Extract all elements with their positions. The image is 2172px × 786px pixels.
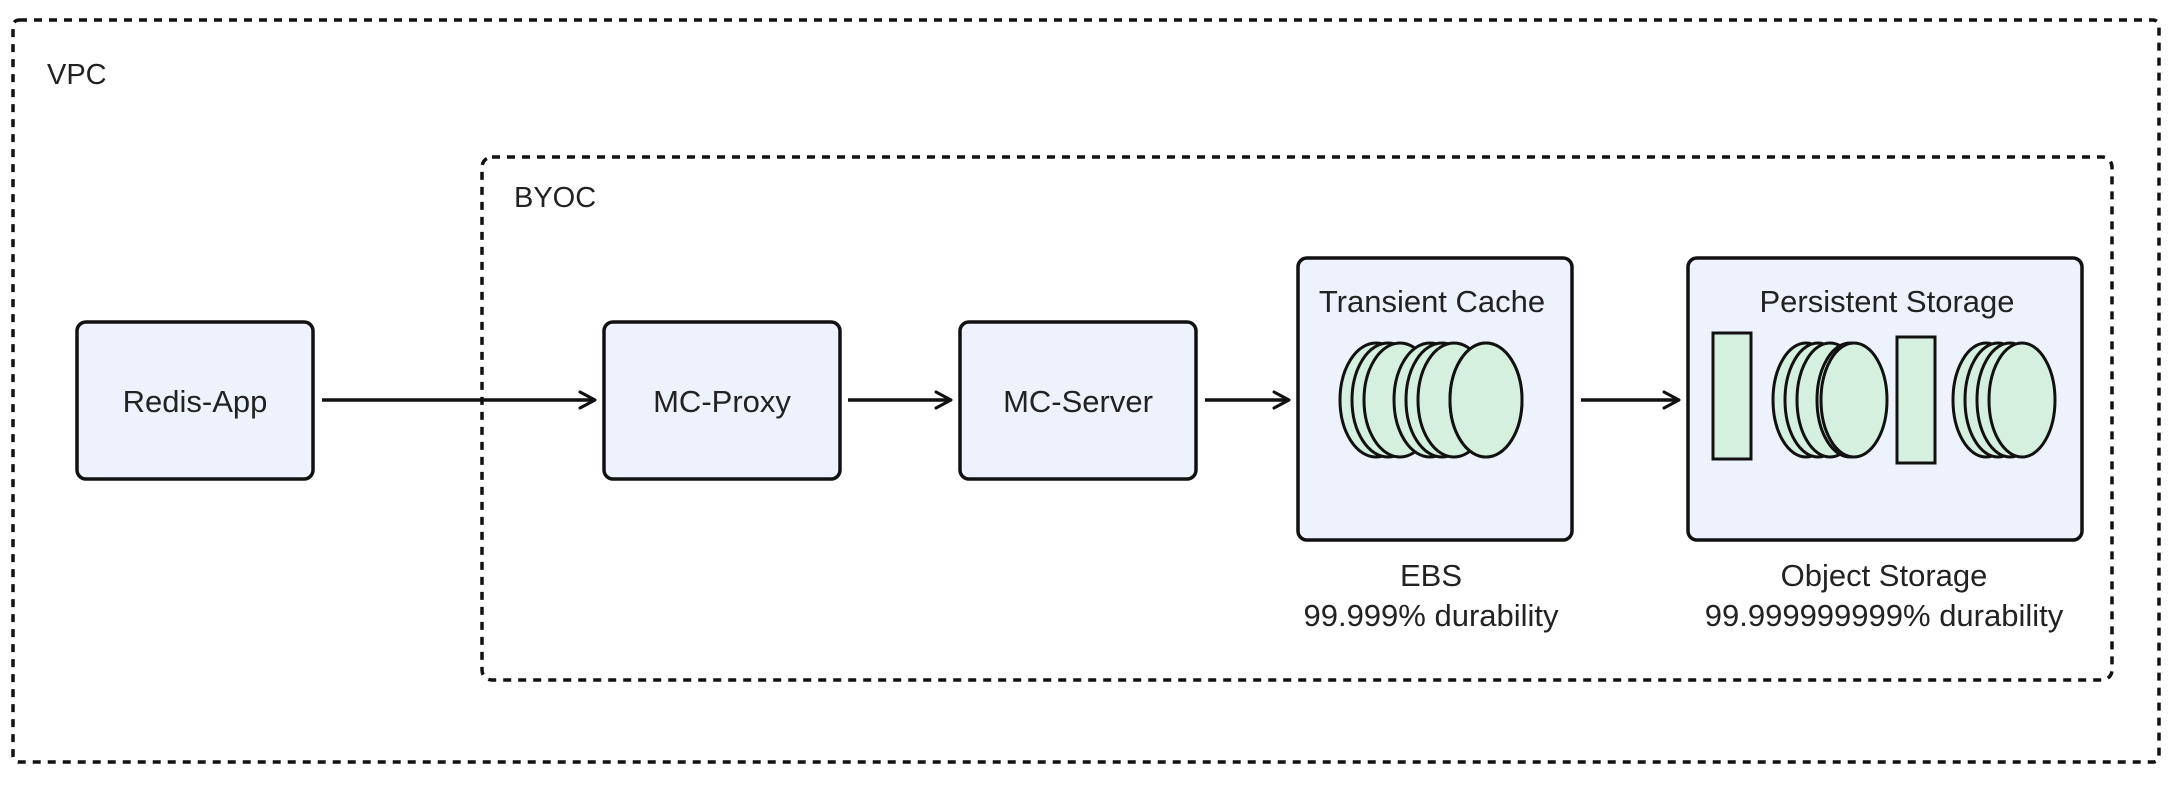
redis-app-box[interactable]	[75, 320, 315, 481]
mc-server-box[interactable]	[958, 320, 1198, 481]
ebs-durability: 99.999% durability	[1303, 598, 1559, 633]
mc-server-label: MC-Server	[1003, 384, 1153, 419]
object-storage-caption: Object Storage 99.999999999% durability	[1705, 556, 2064, 636]
ebs-caption: EBS 99.999% durability	[1303, 556, 1558, 636]
mc-proxy-box[interactable]	[602, 320, 842, 481]
redis-app-label: Redis-App	[122, 384, 268, 419]
byoc-label: BYOC	[514, 182, 597, 214]
object-storage-disk-stack-icon-1	[1771, 341, 1889, 459]
persistent-storage-title: Persistent Storage	[1759, 284, 2015, 319]
ebs-name: EBS	[1399, 558, 1463, 593]
mc-proxy-label: MC-Proxy	[653, 384, 791, 419]
object-storage-block-icon-2	[1895, 335, 1937, 465]
transient-cache-title: Transient Cache	[1318, 284, 1546, 319]
object-storage-block-icon-1	[1711, 331, 1753, 461]
ebs-disk-stack-icon	[1338, 341, 1524, 459]
vpc-label: VPC	[47, 59, 107, 91]
byoc-boundary	[480, 155, 2114, 682]
object-storage-disk-stack-icon-2	[1951, 341, 2057, 459]
object-storage-durability: 99.999999999% durability	[1704, 598, 2064, 633]
object-storage-name: Object Storage	[1780, 558, 1988, 593]
vpc-boundary	[11, 18, 2161, 764]
